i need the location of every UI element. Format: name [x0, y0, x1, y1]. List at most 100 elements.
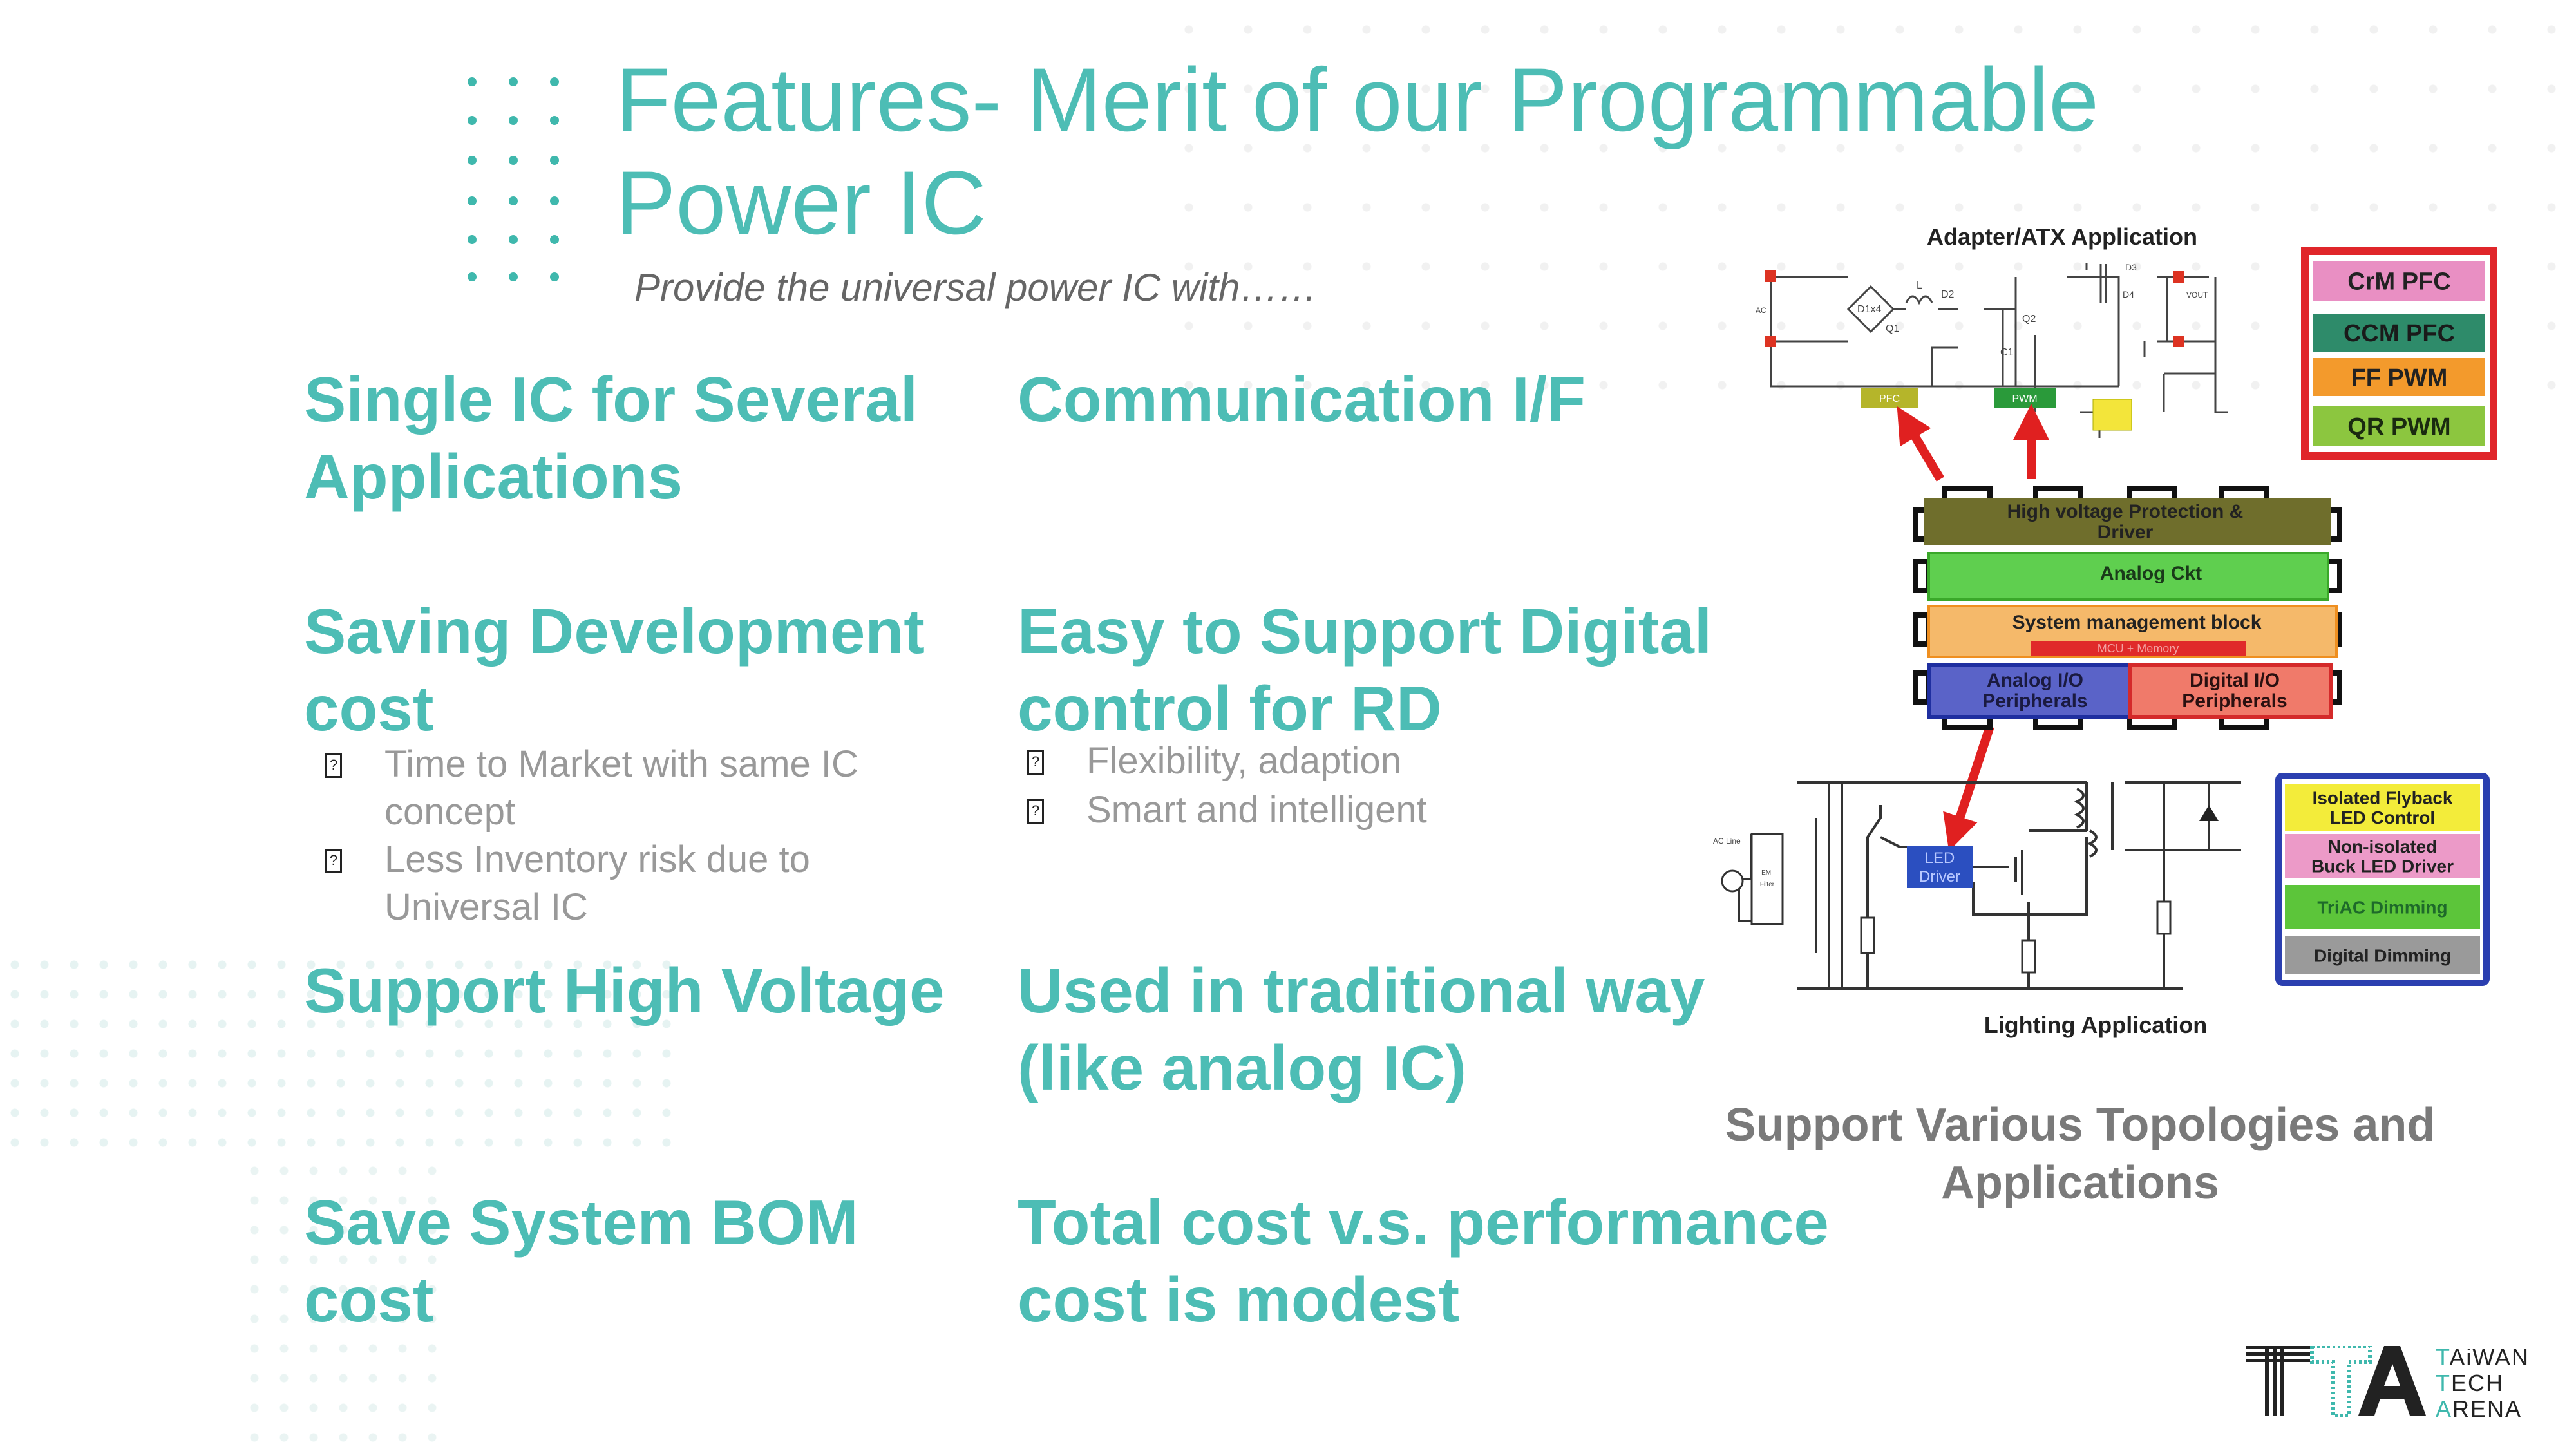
- dot-icon: [468, 196, 477, 205]
- logo-letter: A: [2436, 1396, 2453, 1422]
- feature-digital-control: Easy to Support Digital control for RD: [1018, 592, 1712, 747]
- mode-label: QR PWM: [2347, 413, 2450, 440]
- mode-label: LED Control: [2330, 808, 2435, 828]
- mode-label: Non-isolated: [2328, 837, 2438, 857]
- subtitle: Provide the universal power IC with……: [634, 266, 1318, 309]
- logo-text-line: ARENA: [2436, 1396, 2522, 1422]
- feature-line: cost: [304, 1264, 434, 1335]
- resistor-icon: [2021, 939, 2036, 974]
- mode-label: CCM PFC: [2344, 320, 2455, 347]
- logo-word: ECH: [2451, 1370, 2505, 1396]
- resistor-icon: [2156, 900, 2172, 935]
- adapter-title: Adapter/ATX Application: [1927, 223, 2197, 250]
- tta-logo: [2246, 1346, 2426, 1417]
- digital-io-block: [2128, 663, 2333, 719]
- circuit-label: D2: [1941, 289, 1955, 300]
- resistor-icon: [1860, 916, 1875, 954]
- block-label: High voltage Protection &: [2007, 501, 2244, 522]
- mcu-memory-bar: [2031, 641, 2246, 656]
- logo-text-line: TAiWAN: [2436, 1345, 2530, 1370]
- block-label: Driver: [2098, 522, 2154, 543]
- page-title: Features- Merit of our Programmable Powe…: [616, 48, 2099, 254]
- mode-item: [2285, 784, 2480, 831]
- bullet-text: Flexibility, adaption: [1086, 740, 1401, 782]
- bullet-icon: ?: [325, 753, 342, 778]
- arrow-icon: [1943, 724, 1994, 851]
- circuit-label: D4: [2123, 289, 2134, 299]
- terminal-icon: [2173, 271, 2184, 283]
- block-label: Analog Ckt: [2100, 563, 2202, 584]
- led-icon: [2199, 805, 2219, 821]
- pfc-block: [1861, 388, 1918, 408]
- pfc-label: PFC: [1879, 393, 1900, 404]
- block-label: Digital I/O: [2190, 670, 2280, 691]
- feature-line: cost is modest: [1018, 1264, 1460, 1335]
- bullet-text: Universal IC: [384, 886, 588, 928]
- mode-item: [2285, 885, 2480, 929]
- circuit-label: Filter: [1760, 881, 1775, 888]
- terminal-icon: [1765, 336, 1776, 347]
- bullet-item: ? Flexibility, adaption: [1027, 737, 1401, 785]
- dot-icon: [509, 235, 518, 244]
- feature-communication: Communication I/F: [1018, 361, 1586, 438]
- mode-label: Digital Dimming: [2314, 945, 2451, 965]
- caption-line: Support Various Topologies and: [1725, 1099, 2436, 1151]
- analog-ckt-block: [1927, 552, 2329, 601]
- block-label: Driver: [1919, 868, 1960, 886]
- analog-io-block: [1927, 663, 2132, 719]
- block-label: LED: [1925, 849, 1955, 867]
- logo-letter: T: [2436, 1370, 2451, 1396]
- adapter-circuit-schematic: [1770, 263, 2228, 438]
- dot-icon: [550, 272, 559, 281]
- circuit-label: AC Line: [1713, 837, 1741, 846]
- logo-word: RENA: [2452, 1396, 2523, 1422]
- feature-line: Easy to Support Digital: [1018, 596, 1712, 667]
- bullet-text: Time to Market with same IC: [384, 743, 858, 785]
- bullet-item: ? Smart and intelligent: [1027, 786, 1427, 834]
- mode-item: [2313, 261, 2485, 301]
- mode-item: [2313, 406, 2485, 446]
- feature-line: control for RD: [1018, 673, 1442, 744]
- circuit-label: Q1: [1886, 323, 1899, 334]
- feature-saving-development: Saving Development cost: [304, 592, 925, 747]
- dot-icon: [468, 77, 477, 86]
- mode-label: TriAC Dimming: [2317, 897, 2447, 917]
- pwm-label: PWM: [2012, 393, 2037, 404]
- dot-icon: [550, 235, 559, 244]
- hv-protection-block: [1924, 498, 2331, 545]
- bullet-icon: ?: [325, 849, 342, 873]
- caption-line: Applications: [1940, 1157, 2220, 1209]
- diagram-caption: Support Various Topologies and Applicati…: [1707, 1096, 2454, 1212]
- feature-single-ic: Single IC for Several Applications: [304, 361, 918, 515]
- terminal-icon: [2173, 336, 2184, 347]
- block-label: System management block: [2012, 612, 2262, 633]
- logo-word: AiWAN: [2449, 1344, 2530, 1370]
- circuit-label: C1: [2000, 347, 2014, 358]
- circuit-label: AC: [1756, 306, 1766, 315]
- mode-label: CrM PFC: [2347, 268, 2450, 295]
- block-label: Peripherals: [2182, 690, 2287, 712]
- title-line: Power IC: [616, 152, 987, 253]
- block-label: Peripherals: [1982, 690, 2087, 712]
- feature-line: Applications: [304, 441, 683, 512]
- bullet-item: ? Time to Market with same IC concept: [325, 741, 858, 836]
- lighting-title: Lighting Application: [1984, 1012, 2208, 1038]
- mode-item: [2285, 834, 2480, 878]
- circuit-label: D3: [2125, 262, 2137, 272]
- mode-item: [2313, 358, 2485, 396]
- dot-icon: [550, 196, 559, 205]
- terminal-icon: [1765, 270, 1776, 282]
- mode-item: [2285, 936, 2480, 974]
- feature-traditional-way: Used in traditional way (like analog IC): [1018, 952, 1705, 1106]
- feature-high-voltage: Support High Voltage: [304, 952, 944, 1029]
- mode-item: [2313, 314, 2485, 352]
- dot-icon: [509, 272, 518, 281]
- circuit-label: Q2: [2022, 314, 2036, 325]
- dot-icon: [468, 116, 477, 125]
- circuit-label: D1x4: [1857, 304, 1881, 315]
- title-line: Features- Merit of our Programmable: [616, 49, 2099, 150]
- bullet-text: Smart and intelligent: [1086, 789, 1427, 831]
- dot-icon: [509, 116, 518, 125]
